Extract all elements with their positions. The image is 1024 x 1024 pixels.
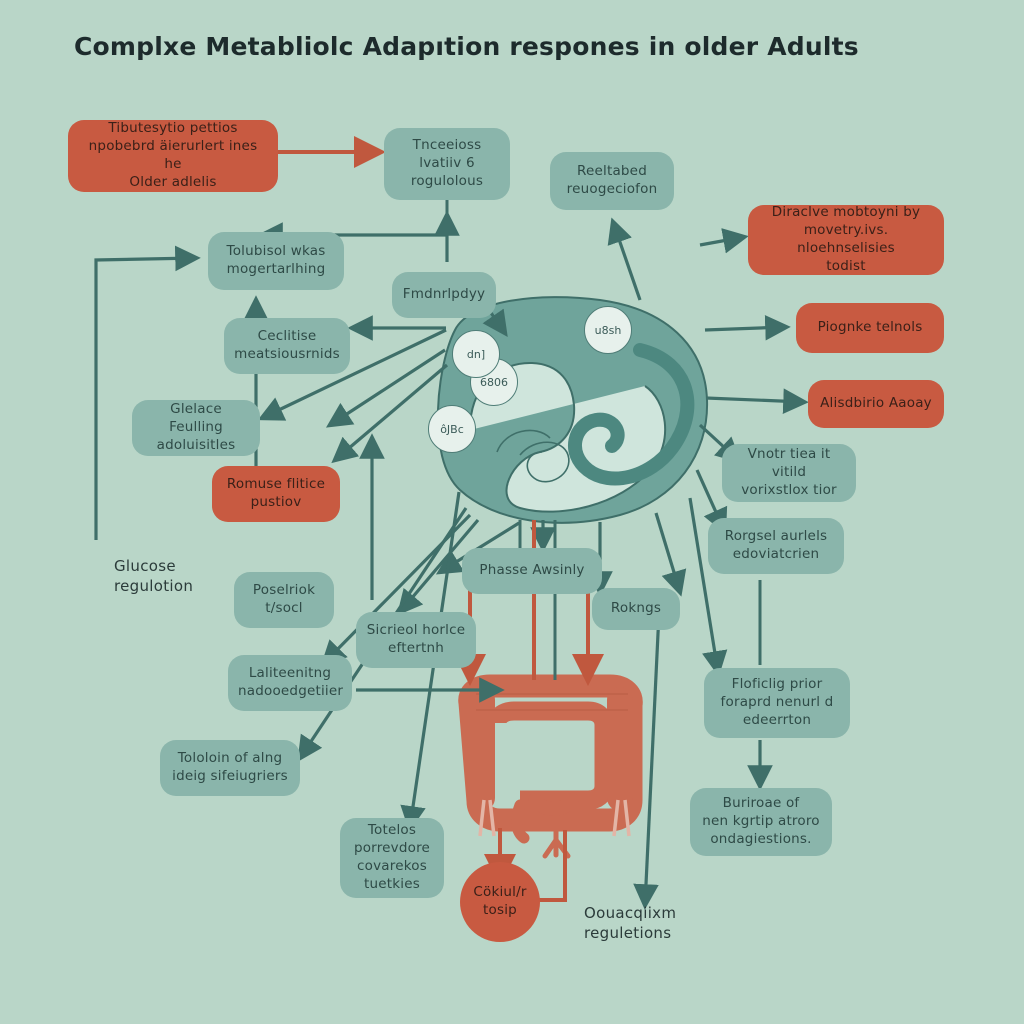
intestine-illustration [458,674,643,859]
marker-node-3[interactable]: dn] [452,330,500,378]
node-n16[interactable]: Rokngs [592,588,680,630]
marker-node-2-label: 6806 [480,375,508,389]
node-n14[interactable]: Phasse Awsinly [462,548,602,594]
node-n9[interactable]: Alisdbirio Aaoay [808,380,944,428]
marker-node-1[interactable]: u8sh [584,306,632,354]
marker-node-1-label: u8sh [594,323,622,337]
marker-node-4-label: ôJBc [440,422,464,436]
node-n9-label: Alisdbirio Aaoay [820,395,932,412]
node-n8-label: Fmdnrlpdyy [402,286,486,303]
marker-node-3-label: dn] [466,347,486,361]
node-n14-label: Phasse Awsinly [479,562,585,579]
central-organ-illustration [436,296,709,524]
node-n6[interactable]: Piognke telnols [796,303,944,353]
node-n8[interactable]: Fmdnrlpdyy [392,272,496,318]
node-n16-label: Rokngs [610,600,662,617]
page-title: Complxe Metabliolc Adapıtion respones in… [74,32,859,61]
marker-node-4[interactable]: ôJBc [428,405,476,453]
node-n6-label: Piognke telnols [817,319,923,336]
